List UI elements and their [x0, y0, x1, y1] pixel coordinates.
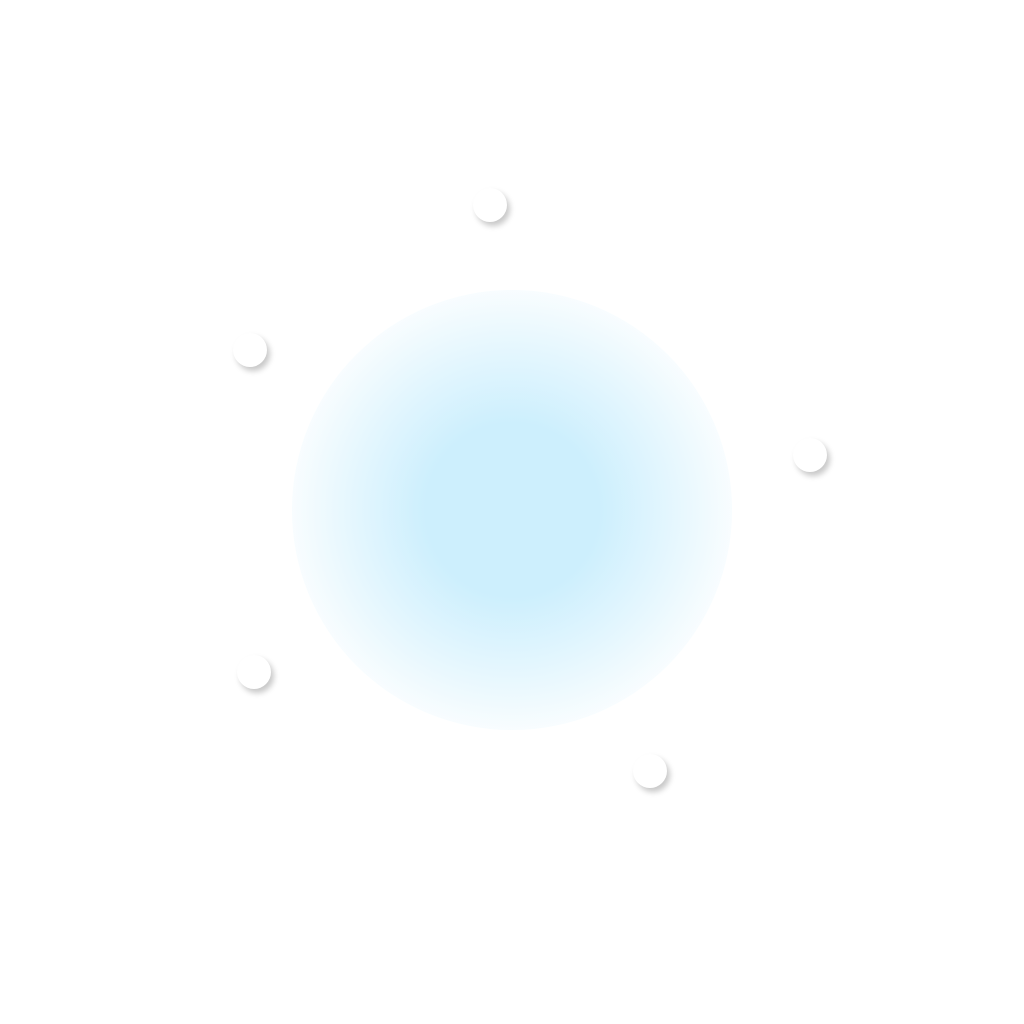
blue-glow	[292, 290, 732, 730]
dot-4[interactable]	[237, 655, 271, 689]
dot-5[interactable]	[633, 754, 667, 788]
dot-1[interactable]	[473, 188, 507, 222]
dot-3[interactable]	[793, 438, 827, 472]
dot-2[interactable]	[233, 333, 267, 367]
